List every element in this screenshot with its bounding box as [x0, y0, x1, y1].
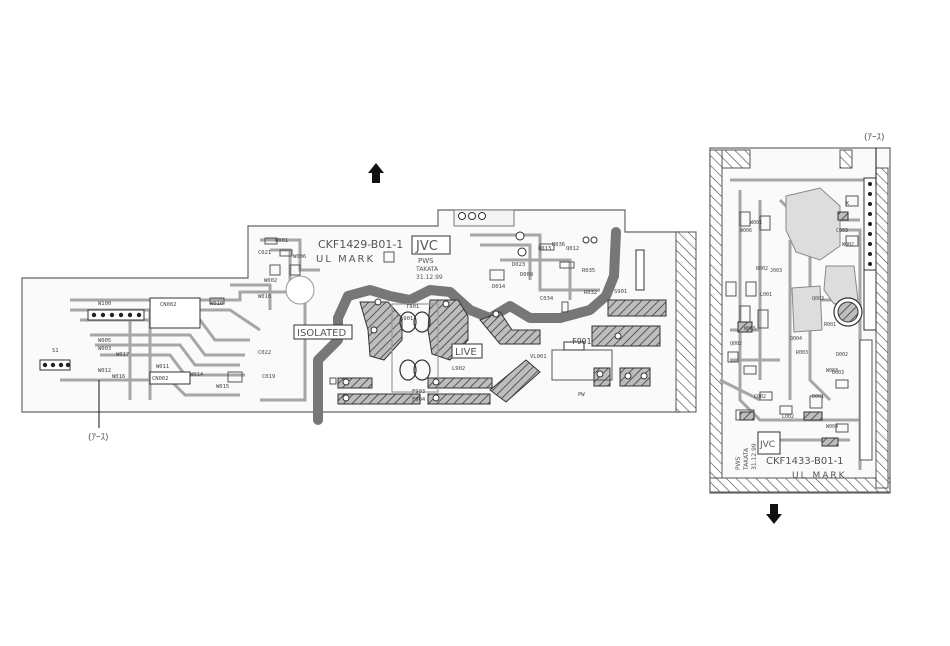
label-c022: C022 — [258, 350, 271, 356]
rlabel-r003: R003 — [796, 350, 808, 356]
right-part-number: CKF1433-B01-1 — [766, 456, 844, 467]
rlabel-q002: Q002 — [730, 341, 742, 347]
rlabel-r002: R002 — [756, 266, 768, 272]
rlabel-l001: L001 — [760, 292, 772, 298]
label-r032: R032 — [584, 290, 597, 296]
label-vl001: VL001 — [530, 354, 547, 360]
label-w014: W014 — [190, 372, 204, 378]
svg-text:(ｱｰｽ): (ｱｰｽ) — [88, 433, 109, 443]
label-s901: S901 — [614, 289, 627, 295]
label-w010: W010 — [210, 301, 223, 307]
label-f904: F904 — [412, 397, 426, 403]
label-l901: L901 — [400, 316, 413, 322]
rlabel-d001: D001 — [812, 394, 824, 400]
label-cn002-bottom: CN002 — [152, 376, 169, 382]
label-c021: C021 — [258, 250, 271, 256]
label-d009: D009 — [520, 272, 533, 278]
label-w005-left: W005 — [98, 338, 111, 344]
label-w016-bottom: W016 — [112, 374, 125, 380]
label-c019: C019 — [262, 374, 275, 380]
label-w015: W015 — [216, 384, 229, 390]
isolated-label: ISOLATED — [297, 328, 346, 339]
label-f903: F903 — [412, 389, 425, 395]
rlabel-w004: W004 — [826, 424, 838, 430]
rlabel-d003: D003 — [832, 370, 844, 376]
label-w012: W012 — [98, 368, 111, 374]
rlabel-r001: R001 — [824, 322, 836, 328]
label-l902: L902 — [452, 366, 465, 372]
label-pw: PW — [578, 392, 585, 398]
label-d023: D023 — [512, 262, 525, 268]
label-w011: W011 — [156, 364, 169, 370]
right-maker-pws: PWS — [735, 456, 742, 470]
right-jvc-logo: JVC — [759, 440, 775, 450]
label-r035: R035 — [582, 268, 595, 274]
right-logo-box — [757, 431, 781, 455]
rlabel-w001: W001 — [750, 220, 762, 226]
left-board — [21, 209, 697, 425]
label-w002-left: W002 — [264, 278, 277, 284]
live-box — [451, 343, 483, 359]
left-maker-takata: TAKATA — [415, 266, 439, 273]
left-ul-mark: UL MARK — [316, 254, 375, 265]
rlabel-d002: D002 — [836, 352, 848, 358]
live-label: LIVE — [455, 347, 477, 358]
rlabel-j003: J003 — [770, 268, 782, 274]
rlabel-w006: W006 — [740, 228, 752, 234]
left-part-number: CKF1429-B01-1 — [318, 238, 403, 251]
rlabel-k: K — [846, 201, 849, 207]
rlabel-c002: C002 — [754, 394, 766, 400]
label-w016: W016 — [258, 294, 271, 300]
rlabel-w005: W005 — [744, 326, 756, 332]
label-q012: Q012 — [566, 246, 579, 252]
label-s1: S1 — [52, 348, 59, 354]
label-cn002-top: CN002 — [160, 302, 177, 308]
rlabel-w003: W003 — [826, 368, 838, 374]
svg-text:(ｱｰｽ): (ｱｰｽ) — [864, 133, 885, 143]
label-r036: R036 — [552, 242, 565, 248]
left-ground-symbol: (ｱｰｽ) — [88, 380, 109, 443]
left-jvc-logo: JVC — [415, 239, 438, 254]
rlabel-q003: Q003 — [812, 296, 824, 302]
rlabel-c003: C003 — [836, 228, 848, 234]
right-ul-mark: UL MARK — [792, 471, 847, 481]
label-d014: D014 — [492, 284, 506, 290]
left-logo-box — [411, 235, 451, 255]
label-t901: T901 — [406, 304, 419, 310]
left-maker-pws: PWS — [418, 257, 434, 265]
left-maker-date: 31.12.99 — [416, 274, 443, 281]
right-board — [709, 147, 891, 494]
label-c034: C034 — [540, 296, 554, 302]
rlabel-w002: W002 — [842, 242, 854, 248]
label-f901: F901 — [572, 337, 591, 346]
label-w006-left: W006 — [293, 254, 306, 260]
label-w001-left: W001 — [275, 238, 288, 244]
down-arrow — [766, 504, 782, 524]
isolated-box — [293, 324, 353, 340]
label-q013: Q013 — [538, 246, 551, 252]
label-w017: W017 — [116, 352, 129, 358]
label-w003-left: W003 — [98, 346, 111, 352]
up-arrow — [368, 163, 384, 183]
right-ground-symbol: (ｱｰｽ) — [864, 133, 885, 186]
right-maker-takata: TAKATA — [743, 447, 750, 471]
right-maker-date: 31.12.99 — [751, 443, 758, 470]
rlabel-l002: L002 — [782, 414, 794, 420]
rlabel-q004: Q004 — [790, 336, 802, 342]
label-w100: W100 — [98, 301, 111, 307]
